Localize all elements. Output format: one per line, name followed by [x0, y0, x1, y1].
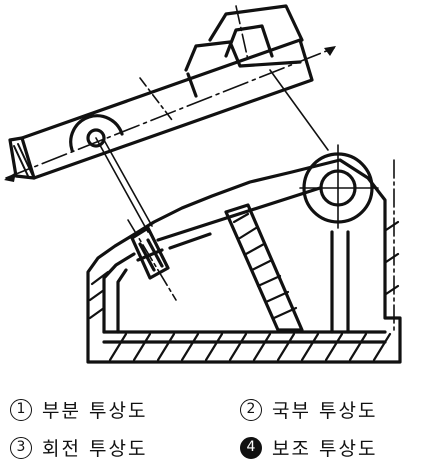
option-text-1: 부분 투상도	[42, 400, 148, 422]
option-text-3: 회전 투상도	[42, 438, 148, 460]
option-number-3: 3	[10, 436, 32, 459]
section-hatching	[88, 212, 400, 362]
answer-options: 1 부분 투상도 2 국부 투상도 3 회전 투상도 4 보조 투상도	[0, 388, 442, 462]
auxiliary-view	[8, 4, 314, 180]
option-number-4: 4	[240, 436, 262, 459]
option-2[interactable]: 2 국부 투상도	[240, 396, 377, 423]
option-text-4: 보조 투상도	[272, 438, 378, 460]
option-1[interactable]: 1 부분 투상도	[10, 396, 147, 423]
option-3[interactable]: 3 회전 투상도	[10, 434, 147, 461]
arrow-marks	[4, 46, 336, 182]
option-4[interactable]: 4 보조 투상도	[240, 434, 377, 461]
projection-lines	[5, 5, 395, 331]
front-view	[86, 144, 402, 364]
option-number-2: 2	[240, 398, 262, 421]
option-number-1: 1	[10, 398, 32, 421]
option-text-2: 국부 투상도	[272, 400, 378, 422]
auxiliary-view-drawing	[4, 4, 402, 364]
